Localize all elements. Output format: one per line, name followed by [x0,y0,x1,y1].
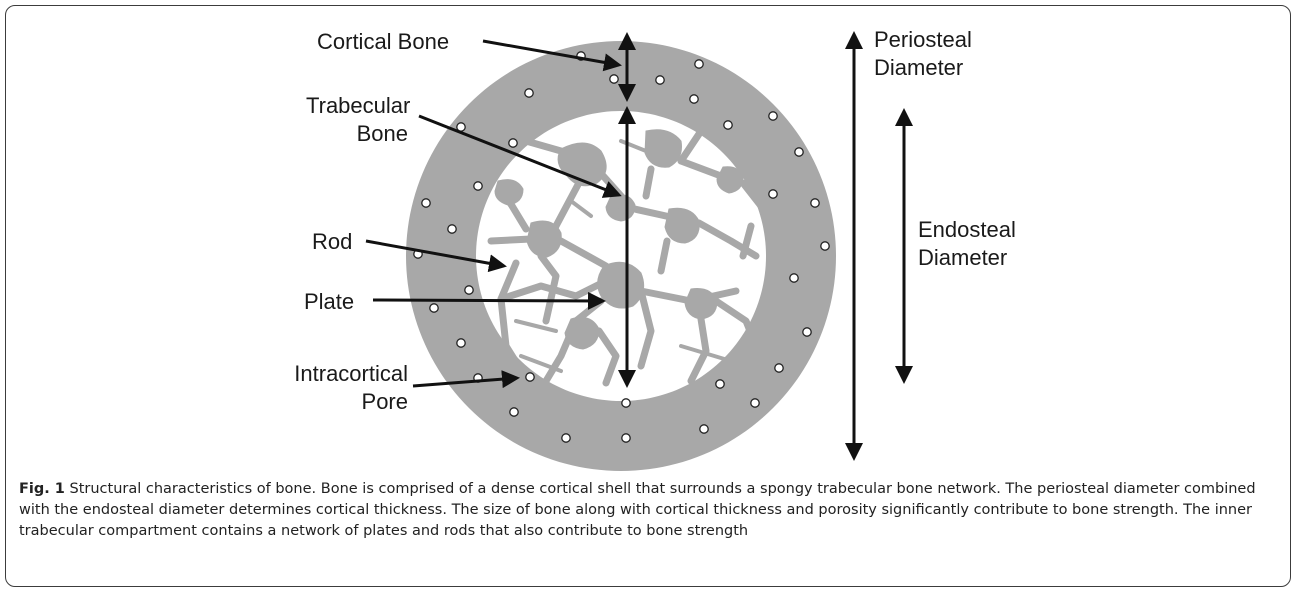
label-rod: Rod [312,228,352,256]
pore [769,190,777,198]
figure-label: Fig. 1 [19,481,65,497]
pore [509,139,517,147]
pore [751,399,759,407]
rod [571,201,591,216]
pore [430,304,438,312]
pore [474,182,482,190]
plate-pointer [373,300,603,301]
label-intracortical-pore: Intracortical Pore [268,360,408,416]
caption-text: Structural characteristics of bone. Bone… [19,481,1256,539]
rod [681,161,721,176]
rod [599,331,616,383]
pore [695,60,703,68]
rod [561,241,606,266]
label-periosteal-line1: Periosteal [874,26,972,54]
rod [516,321,556,331]
pore [811,199,819,207]
figure-caption: Fig. 1 Structural characteristics of bon… [19,479,1281,542]
pore [510,408,518,416]
pore [803,328,811,336]
pore [525,89,533,97]
pore [724,121,732,129]
rod [716,301,756,346]
pore [790,274,798,282]
pore [422,199,430,207]
pore [610,75,618,83]
rod [546,179,581,246]
pore [622,399,630,407]
label-cortical-bone: Cortical Bone [317,28,449,56]
label-trabecular-bone: Trabecular Bone [306,92,408,148]
pore [700,425,708,433]
rod [661,241,667,271]
pore [716,380,724,388]
label-trabecular-line1: Trabecular [306,92,408,120]
pore [457,339,465,347]
pore [526,373,534,381]
pore [690,95,698,103]
pore [622,434,630,442]
pore [769,112,777,120]
plate [717,167,743,193]
label-periosteal-line2: Diameter [874,54,972,82]
figure-frame: Cortical Bone Trabecular Bone Rod Plate … [5,5,1291,587]
pore [795,148,803,156]
pore [775,364,783,372]
pore [448,225,456,233]
label-endosteal-diameter: Endosteal Diameter [918,216,1016,272]
rod [621,141,646,151]
label-periosteal-diameter: Periosteal Diameter [874,26,972,82]
plate [645,130,682,167]
rod [641,291,651,366]
label-plate: Plate [304,288,354,316]
label-pore-line1: Intracortical [268,360,408,388]
label-endosteal-line2: Diameter [918,244,1016,272]
label-trabecular-line2: Bone [306,120,408,148]
label-endosteal-line1: Endosteal [918,216,1016,244]
label-pore-line2: Pore [268,388,408,416]
pore [562,434,570,442]
pore [656,76,664,84]
rod [646,169,651,196]
pore [821,242,829,250]
cortical-shell [406,41,836,471]
rod [491,239,531,241]
pore [465,286,473,294]
plate [665,208,699,243]
